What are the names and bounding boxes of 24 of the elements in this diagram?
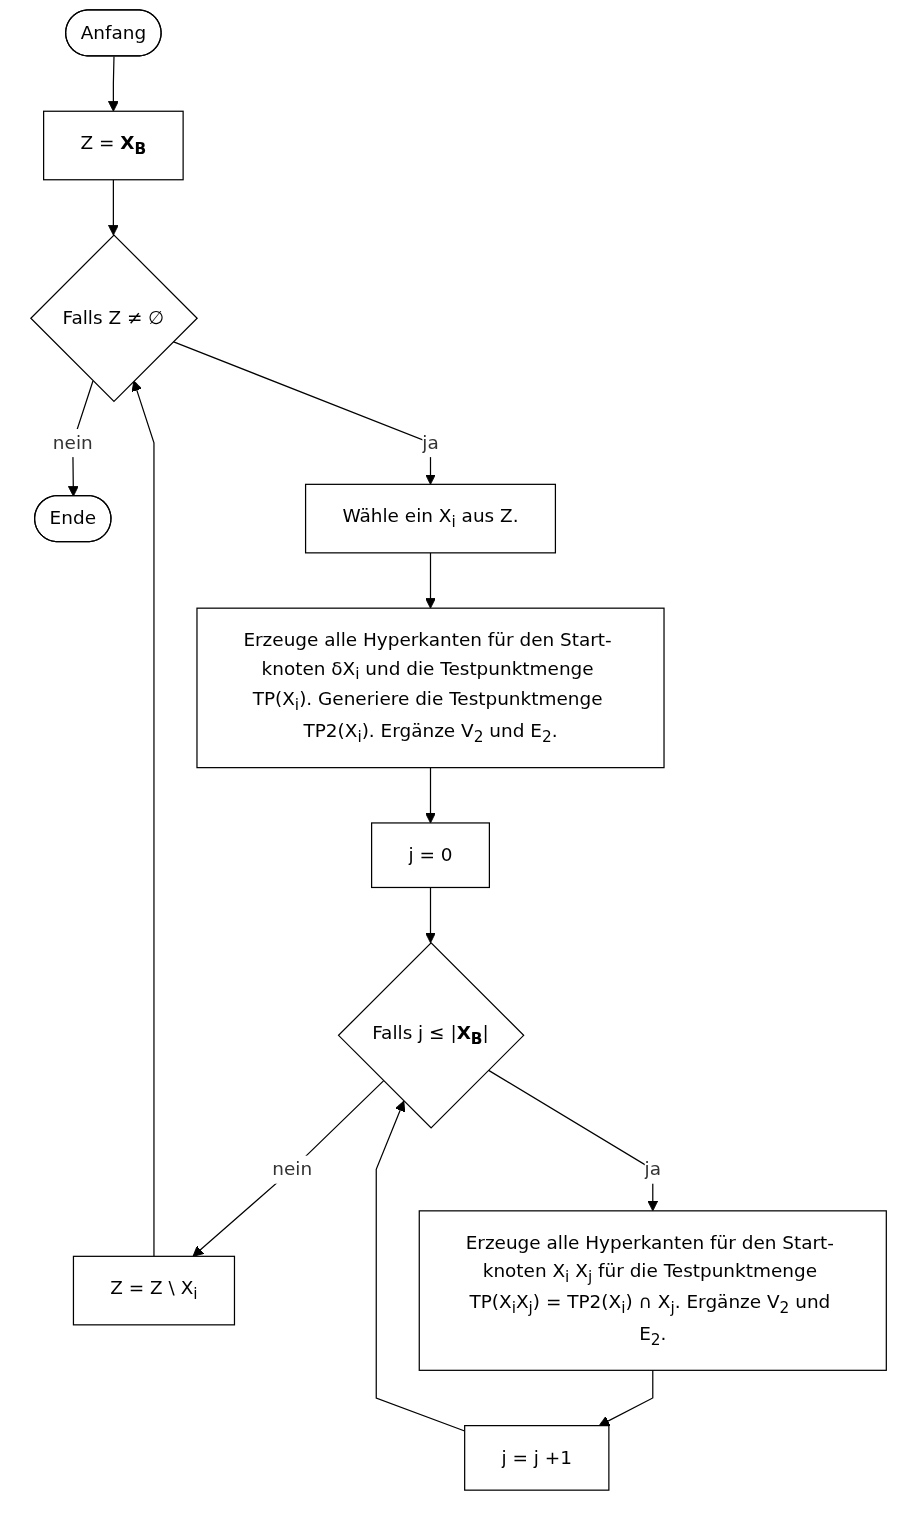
node-box: Erzeuge alle Hyperkanten für den Start- knoten X$_{i}$ X$_{j}$ für die Testpunktmenge TP(X$_{i}$X$_{j}$) = TP2(X$_{i}$) ∩ X$_{j}$. Ergänze V$_{2}$ und E$_{2}$. <box>419 1210 888 1371</box>
node-box: Z = Z \ X$_{i}$ <box>73 1255 236 1326</box>
edge-label: ja <box>422 431 440 454</box>
arrow <box>192 1080 385 1257</box>
arrow <box>425 886 437 944</box>
arrow <box>172 341 437 485</box>
node-box: j = j +1 <box>464 1425 610 1491</box>
arrow <box>599 1369 654 1427</box>
node-diamond: Falls j ≤ |X$_{B}$| <box>338 941 525 1129</box>
arrow <box>108 179 120 236</box>
node-box: Wähle ein X$_{i}$ aus Z. <box>305 483 557 554</box>
arrow <box>108 55 120 112</box>
edge-label: nein <box>53 431 94 454</box>
node-box: Z = X$_{B}$ <box>43 110 185 181</box>
arrow <box>132 380 155 1257</box>
edge-label: nein <box>272 1158 313 1181</box>
edge-label: ja <box>645 1158 662 1181</box>
arrow <box>488 1069 659 1212</box>
arrow <box>425 767 437 824</box>
node-diamond: Falls Z ≠ ∅ <box>30 234 199 403</box>
node-box: Erzeuge alle Hyperkanten für den Start- knoten δX$_{i}$ und die Testpunktmenge TP(X$_{i}$). Generiere die Testpunktmenge TP2(X$_{i}$). Ergänze V$_{2}$ und E$_{2}$. <box>196 607 666 769</box>
arrow <box>376 1100 466 1432</box>
node-box: j = 0 <box>371 822 491 889</box>
arrow <box>425 552 437 609</box>
